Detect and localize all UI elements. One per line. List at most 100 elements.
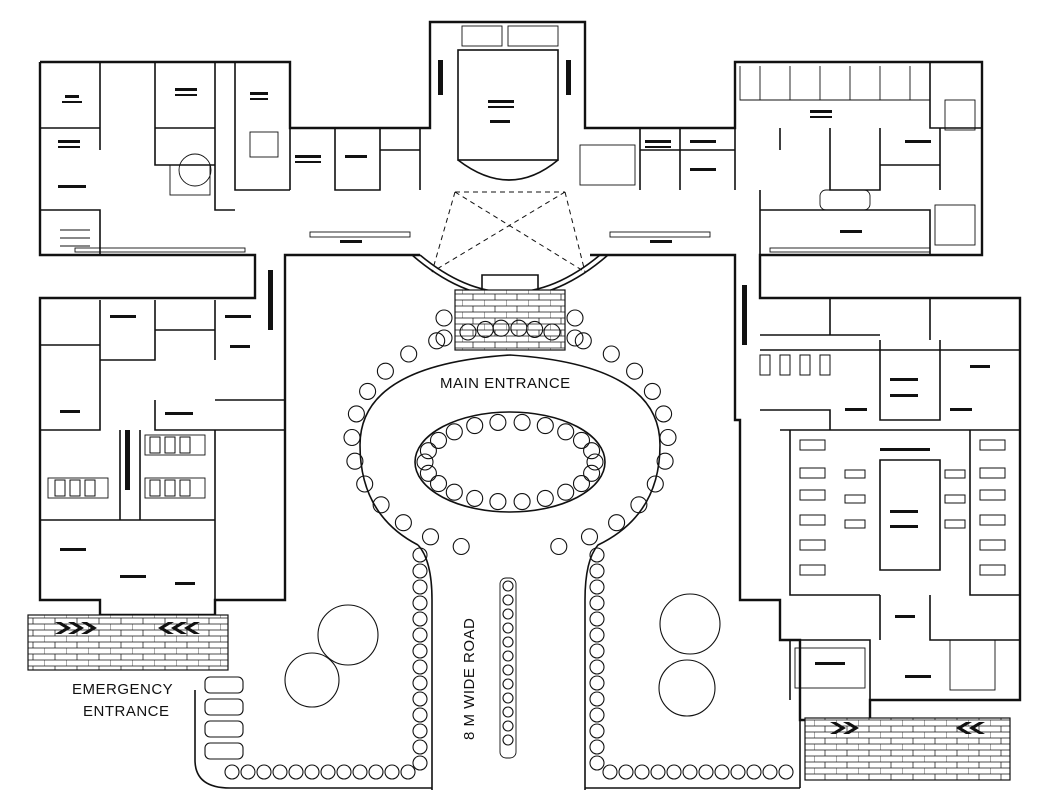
tree-icon — [589, 675, 605, 691]
tree-icon — [412, 739, 428, 755]
bed-icon — [149, 436, 161, 454]
rear-entrance-paving — [804, 717, 1011, 781]
tree-icon — [502, 664, 514, 676]
tree-icon — [583, 464, 601, 482]
tree-icon — [400, 345, 418, 363]
tree-icon — [384, 764, 400, 780]
tree-icon — [656, 452, 674, 470]
tree-icon — [502, 734, 514, 746]
entrance-chevrons — [55, 622, 985, 734]
tree-icon — [435, 329, 453, 347]
tree-icon — [589, 611, 605, 627]
tree-icon — [372, 496, 390, 514]
tree-icon — [586, 453, 604, 471]
tree-icon — [356, 475, 374, 493]
tree-icon — [502, 580, 514, 592]
tree-icon — [412, 659, 428, 675]
bed-icon — [979, 564, 1006, 576]
bed-icon — [179, 479, 191, 497]
bed-icon — [759, 354, 771, 376]
bed-icon — [69, 479, 81, 497]
tree-icon — [419, 442, 437, 460]
car-icon — [204, 698, 244, 716]
tree-icon — [428, 332, 446, 350]
tree-icon — [589, 723, 605, 739]
tree-icon — [762, 764, 778, 780]
tree-icon — [502, 622, 514, 634]
tree-icon — [419, 464, 437, 482]
tree-icon — [421, 528, 440, 546]
tree-icon — [359, 382, 377, 400]
interior-walls-centertop — [431, 25, 586, 273]
bed-icon — [84, 479, 96, 497]
tree-icon — [589, 739, 605, 755]
tree-icon — [412, 563, 428, 579]
tree-icon — [240, 764, 256, 780]
tree-icon — [589, 547, 605, 563]
bed-icon — [799, 489, 826, 501]
tree-icon — [618, 764, 634, 780]
tree-icon — [536, 417, 554, 435]
main-entrance-paving — [454, 289, 566, 351]
tree-icon — [445, 483, 463, 501]
ward-beds — [54, 354, 1006, 576]
tree-icon — [630, 496, 648, 514]
tree-icon — [412, 547, 428, 563]
bed-icon — [799, 539, 826, 551]
tree-icon — [655, 405, 673, 423]
interior-walls-topleft — [40, 62, 421, 255]
tree-icon — [730, 764, 746, 780]
tree-icon — [658, 659, 716, 717]
tree-icon — [566, 329, 584, 347]
tree-icon — [347, 405, 365, 423]
tree-icon — [459, 323, 477, 341]
bed-icon — [179, 436, 191, 454]
tree-icon — [317, 604, 379, 666]
tree-icon — [284, 652, 340, 708]
interior-walls-left — [40, 300, 285, 600]
tree-icon — [502, 692, 514, 704]
interior-walls-topright — [579, 62, 982, 255]
trees-layer — [224, 309, 794, 780]
tree-icon — [778, 764, 794, 780]
tree-icon — [572, 475, 591, 493]
tree-icon — [634, 764, 650, 780]
bed-icon — [979, 467, 1006, 479]
tree-icon — [589, 627, 605, 643]
tree-icon — [659, 428, 677, 447]
bed-icon — [799, 467, 826, 479]
tree-icon — [412, 595, 428, 611]
tree-icon — [502, 678, 514, 690]
bed-icon — [979, 489, 1006, 501]
tree-icon — [489, 413, 507, 431]
tree-icon — [608, 514, 626, 532]
tree-icon — [502, 608, 514, 620]
tree-icon — [429, 431, 448, 449]
tree-icon — [666, 764, 682, 780]
tree-icon — [412, 707, 428, 723]
tree-icon — [304, 764, 320, 780]
bed-icon — [799, 439, 826, 451]
tree-icon — [412, 691, 428, 707]
tree-icon — [489, 493, 507, 511]
tree-icon — [602, 764, 618, 780]
tree-icon — [583, 442, 601, 460]
bed-icon — [944, 469, 966, 479]
tree-icon — [643, 382, 661, 400]
tree-icon — [224, 764, 240, 780]
tree-icon — [543, 323, 561, 341]
tree-icon — [626, 362, 644, 380]
bed-icon — [944, 494, 966, 504]
tree-icon — [343, 428, 361, 447]
tree-icon — [572, 431, 591, 449]
tree-icon — [589, 595, 605, 611]
tree-icon — [452, 537, 470, 556]
tree-icon — [589, 755, 605, 771]
tree-icon — [589, 707, 605, 723]
tree-icon — [746, 764, 762, 780]
tree-icon — [574, 332, 592, 350]
tree-icon — [288, 764, 304, 780]
tree-icon — [659, 593, 721, 655]
tree-icon — [394, 514, 412, 532]
